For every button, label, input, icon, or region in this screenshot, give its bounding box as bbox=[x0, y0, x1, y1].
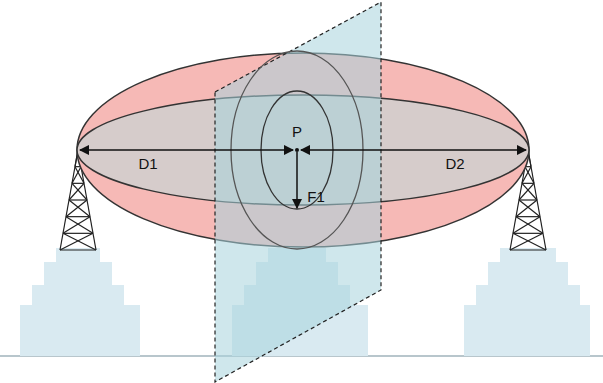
f1-radius bbox=[296, 152, 298, 208]
dimension-label: D1 bbox=[138, 156, 157, 171]
d2-dimension bbox=[301, 149, 526, 151]
radius-label: F1 bbox=[307, 189, 325, 204]
cut-plane bbox=[215, 2, 381, 382]
dimension-label: D2 bbox=[445, 156, 464, 171]
point-label: P bbox=[292, 124, 302, 139]
point-p bbox=[295, 148, 299, 152]
d1-dimension bbox=[80, 149, 293, 151]
